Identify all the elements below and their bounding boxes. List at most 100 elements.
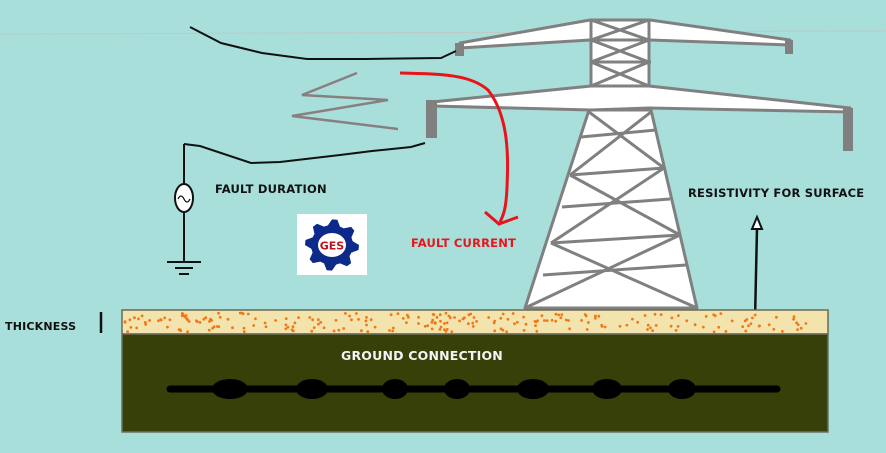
surface-dot xyxy=(202,317,206,321)
surface-dot xyxy=(757,324,761,328)
surface-dot xyxy=(653,312,657,316)
surface-dot xyxy=(263,321,267,325)
fault-current-arrowhead xyxy=(484,210,519,226)
surface-dot xyxy=(775,315,778,319)
surface-layer-dots xyxy=(123,311,808,334)
surface-dot xyxy=(274,319,277,322)
surface-dot xyxy=(564,318,568,322)
surface-dot xyxy=(157,319,160,323)
surface-dot xyxy=(513,322,516,326)
surface-dot xyxy=(744,329,748,333)
surface-dot xyxy=(242,326,246,330)
surface-dot xyxy=(426,324,430,328)
surface-dot xyxy=(360,329,363,333)
surface-dot xyxy=(799,326,803,330)
surface-dot xyxy=(226,317,230,321)
surface-dot xyxy=(540,314,544,318)
fault-duration-label: FAULT DURATION xyxy=(215,182,327,196)
surface-dot xyxy=(284,323,288,327)
surface-dot xyxy=(366,330,370,333)
surface-dot xyxy=(439,325,443,329)
surface-dot xyxy=(717,325,721,329)
surface-dot xyxy=(350,318,353,322)
surface-dot xyxy=(559,316,563,320)
surface-dot xyxy=(133,316,136,320)
surface-dot xyxy=(231,326,234,330)
surface-dot xyxy=(148,319,152,322)
surface-dot xyxy=(625,323,629,327)
surface-dot xyxy=(796,323,800,326)
surface-dot xyxy=(140,314,144,318)
surface-dot xyxy=(433,322,437,325)
surface-dot xyxy=(291,329,295,333)
surface-dot xyxy=(515,320,519,324)
surface-dot xyxy=(254,317,257,321)
surface-dot xyxy=(355,312,358,315)
surface-dot xyxy=(499,316,503,320)
surface-dot xyxy=(443,322,446,325)
surface-dot xyxy=(312,326,316,329)
surface-dot xyxy=(207,328,211,332)
ground-symbol-icon xyxy=(167,261,201,275)
surface-dot xyxy=(471,321,475,325)
surface-dot xyxy=(406,313,409,317)
tower-base xyxy=(523,108,699,310)
surface-dot xyxy=(545,319,549,322)
ground-electrode-nodes xyxy=(212,379,696,399)
surface-dot xyxy=(584,314,588,318)
surface-dot xyxy=(430,321,434,324)
surface-dot xyxy=(365,316,368,319)
surface-dot xyxy=(293,321,297,325)
surface-dot xyxy=(597,314,601,318)
insulator-top-right xyxy=(785,40,793,54)
surface-dot xyxy=(593,316,597,320)
surface-dot xyxy=(501,312,505,316)
surface-dot xyxy=(677,314,680,317)
surface-dot xyxy=(560,313,564,316)
surface-dot xyxy=(534,320,538,324)
surface-dot xyxy=(772,327,776,331)
surface-dot xyxy=(430,327,434,331)
electrode-node xyxy=(517,379,549,399)
upper-conductor-wire xyxy=(189,26,457,60)
surface-dot xyxy=(511,312,515,315)
surface-dot xyxy=(407,315,410,319)
surface-dot xyxy=(135,326,139,330)
surface-dot xyxy=(534,324,537,327)
surface-dot xyxy=(445,328,449,331)
surface-dot xyxy=(745,318,749,321)
surface-dot xyxy=(209,317,212,321)
surface-dot xyxy=(357,318,360,321)
surface-dot xyxy=(724,330,728,333)
surface-dot xyxy=(401,317,405,320)
surface-dot xyxy=(701,325,705,329)
lower-conductor-wire xyxy=(183,142,426,165)
surface-dot xyxy=(212,325,216,329)
surface-dot xyxy=(449,316,452,320)
surface-dot xyxy=(423,324,427,328)
surface-dot xyxy=(796,328,799,331)
surface-dot xyxy=(317,322,320,326)
surface-dot xyxy=(792,315,796,318)
surface-dot xyxy=(439,319,442,323)
insulator-lower-right xyxy=(843,108,853,151)
surface-dot xyxy=(466,322,470,326)
surface-dot xyxy=(208,320,211,323)
surface-dot xyxy=(432,313,436,316)
insulator-lower-left xyxy=(426,100,437,138)
resistivity-arrowhead xyxy=(750,214,764,230)
surface-dot xyxy=(218,315,222,319)
surface-dot xyxy=(567,319,570,322)
surface-dot xyxy=(166,325,169,329)
surface-dot xyxy=(389,313,393,317)
resistivity-surface-label: RESISTIVITY FOR SURFACE xyxy=(688,186,865,200)
surface-dot xyxy=(603,325,607,329)
surface-dot xyxy=(751,316,754,320)
surface-dot xyxy=(453,316,456,319)
surface-dot xyxy=(795,321,798,325)
electrode-node xyxy=(592,379,622,399)
transmission-tower xyxy=(426,18,853,310)
surface-dot xyxy=(467,313,471,317)
surface-dot xyxy=(342,327,346,330)
